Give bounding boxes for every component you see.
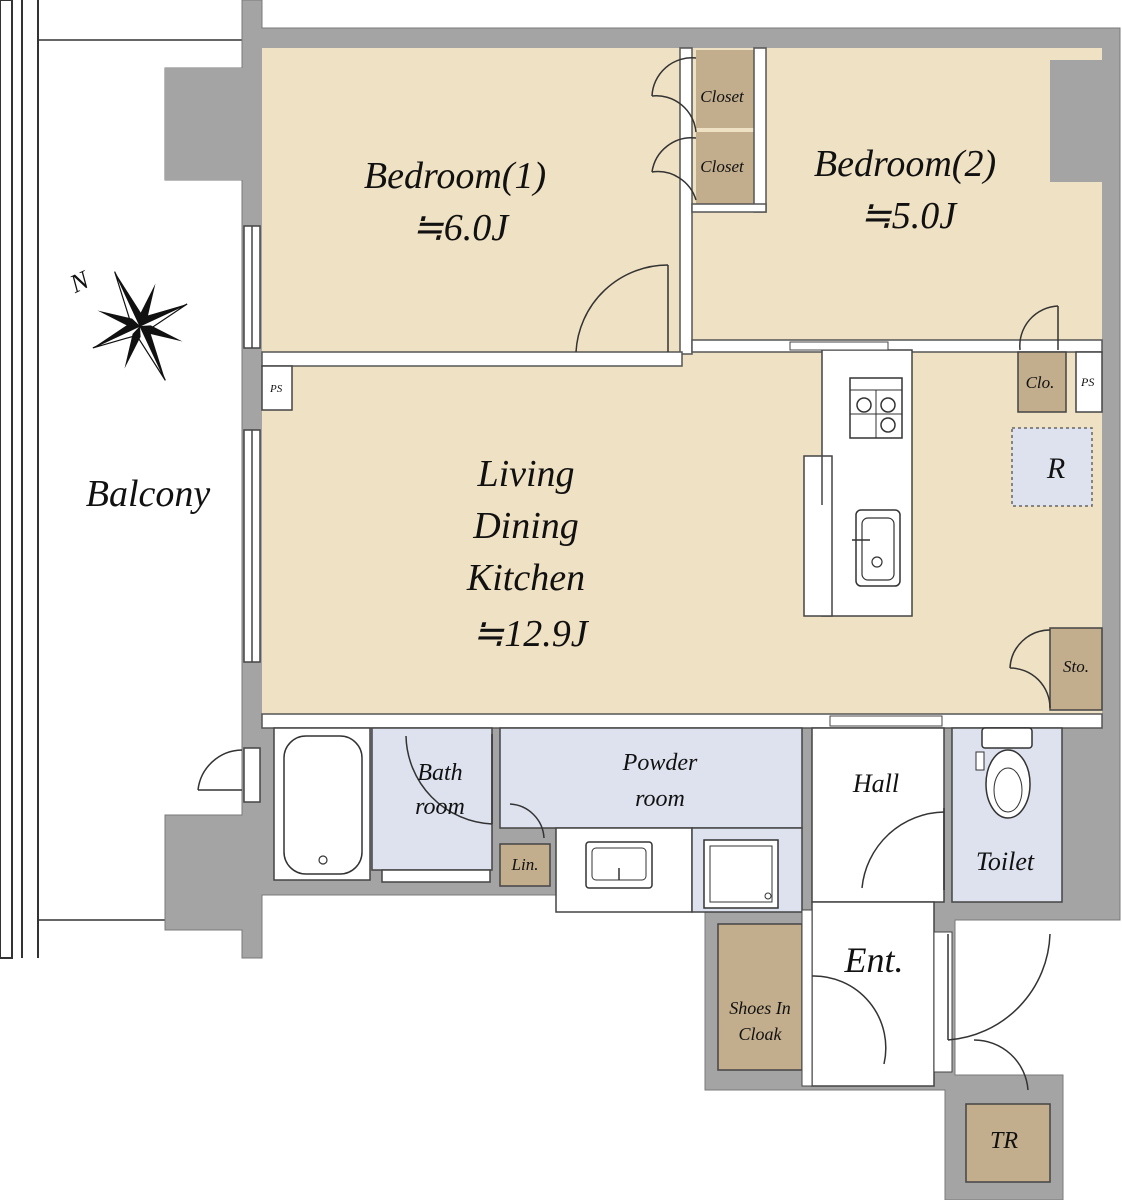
clo-closet [1017, 351, 1067, 413]
balcony [0, 0, 245, 959]
ldk-line3: Kitchen [466, 557, 585, 599]
ldk-floor [262, 352, 1102, 714]
shoes-line2: Cloak [739, 1024, 783, 1044]
powder-line1: Powder [622, 750, 698, 776]
storage-sto [1049, 627, 1103, 711]
ps-right-label: PS [1080, 375, 1094, 389]
toilet-icon [975, 727, 1033, 819]
powder-line2: room [635, 786, 685, 812]
shoes-line1: Shoes In [729, 998, 791, 1018]
storage-label: Sto. [1063, 657, 1089, 676]
bath-line1: Bath [417, 760, 462, 786]
bedroom-2-size: ≒5.0J [860, 195, 958, 237]
trunk-room-label: TR [990, 1128, 1018, 1154]
linen-label: Lin. [511, 855, 539, 874]
bedroom-1-size: ≒6.0J [412, 207, 510, 249]
bathtub-icon [283, 735, 363, 875]
door-swings [197, 57, 1059, 1091]
refrigerator-space [1011, 427, 1093, 507]
compass-rose-icon [92, 271, 188, 381]
west-windows [243, 225, 261, 803]
bedroom-1-floor [262, 48, 680, 354]
shoes-in-cloak-floor [717, 923, 803, 1071]
powder-room-floor [499, 727, 803, 829]
clo-label: Clo. [1026, 373, 1055, 392]
ldk-line1: Living [476, 453, 574, 495]
ps-left [261, 365, 293, 411]
entrance-floor [811, 901, 935, 1087]
bathroom-floor [371, 727, 493, 871]
wash-basin-icon [585, 841, 653, 889]
washing-machine-icon [703, 839, 779, 909]
closet-bottom-label: Closet [700, 157, 745, 176]
bedroom-1-name: Bedroom(1) [364, 155, 546, 197]
closet-top-label: Closet [700, 87, 745, 106]
ldk-line2: Dining [472, 505, 579, 547]
trunk-room-floor [965, 1103, 1051, 1183]
linen-closet [499, 843, 551, 887]
toilet-label: Toilet [976, 847, 1035, 876]
ldk-size: ≒12.9J [472, 613, 589, 655]
closet-top-floor [696, 50, 754, 128]
kitchen-sink-icon [852, 509, 901, 587]
ps-right [1075, 351, 1103, 413]
kitchen-counter [803, 349, 913, 617]
refrigerator-label: R [1046, 452, 1065, 485]
entrance-label: Ent. [844, 940, 904, 980]
bedroom-2-name: Bedroom(2) [814, 143, 996, 185]
closet-bottom-floor [696, 132, 754, 204]
balcony-label: Balcony [86, 473, 211, 515]
bath-line2: room [415, 794, 465, 820]
ps-left-label: PS [269, 383, 283, 395]
hall-label: Hall [852, 769, 899, 798]
stove-icon [849, 377, 903, 439]
compass-north-label: N [65, 264, 95, 299]
